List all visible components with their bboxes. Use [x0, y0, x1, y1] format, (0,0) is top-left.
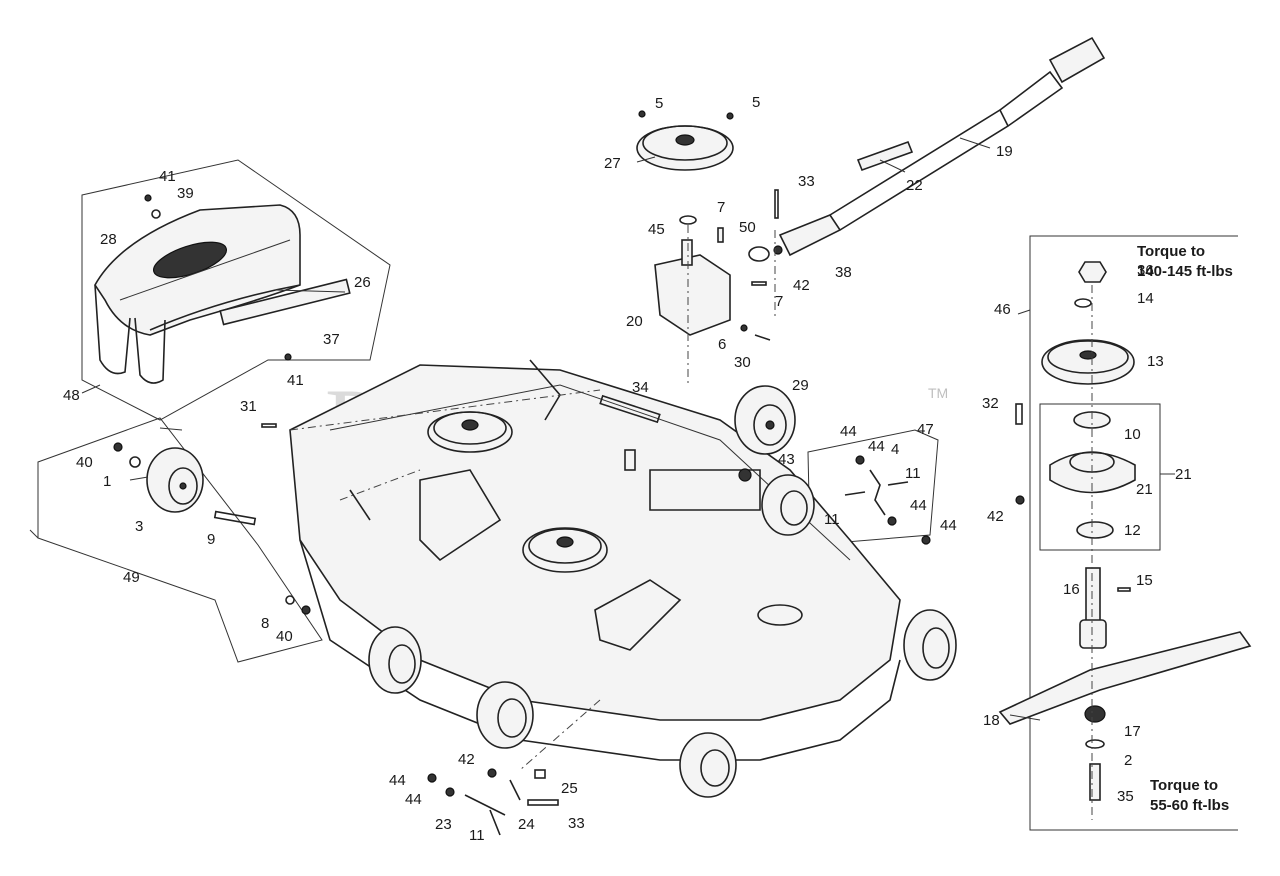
- callout-18: 18: [983, 712, 1000, 729]
- callout-45: 45: [648, 221, 665, 238]
- callout-44-d: 44: [940, 517, 957, 534]
- callout-42-spindle: 42: [987, 508, 1004, 525]
- callout-40-top: 40: [76, 454, 93, 471]
- callout-17: 17: [1124, 723, 1141, 740]
- callout-48: 48: [63, 387, 80, 404]
- callout-49: 49: [123, 569, 140, 586]
- callout-34: 34: [632, 379, 649, 396]
- callout-36: 36: [1137, 262, 1154, 279]
- callout-labels: 5 5 27 19 22 33 7 50 45 38 42 20 6 30 7 …: [63, 94, 1192, 844]
- deck-wheels: [146, 385, 957, 798]
- wheel-29: [734, 385, 796, 455]
- callout-4: 4: [891, 441, 899, 458]
- callout-23: 23: [435, 816, 452, 833]
- callout-28: 28: [100, 231, 117, 248]
- callout-6: 6: [718, 336, 726, 353]
- callout-42-top: 42: [793, 277, 810, 294]
- callout-9: 9: [207, 531, 215, 548]
- callout-44-e: 44: [389, 772, 406, 789]
- deck-cover-group-outline: [81, 159, 391, 421]
- spindle-housing-box: [1039, 403, 1161, 551]
- callout-5-right: 5: [752, 94, 760, 111]
- spindle-assembly: [998, 261, 1252, 820]
- callout-38: 38: [835, 264, 852, 281]
- callout-20: 20: [626, 313, 643, 330]
- callout-27: 27: [604, 155, 621, 172]
- callout-7-mid: 7: [775, 293, 783, 310]
- callout-13: 13: [1147, 353, 1164, 370]
- callout-8: 8: [261, 615, 269, 632]
- callout-46: 46: [994, 301, 1011, 318]
- callout-37: 37: [323, 331, 340, 348]
- callout-26: 26: [354, 274, 371, 291]
- callout-25: 25: [561, 780, 578, 797]
- wheel-right-rear: [761, 474, 815, 536]
- callout-41-bottom: 41: [287, 372, 304, 389]
- torque-notes: Torque to 140-145 ft-lbs Torque to 55-60…: [1137, 243, 1233, 814]
- wheel-bottom-right: [679, 732, 737, 798]
- callout-12: 12: [1124, 522, 1141, 539]
- gauge-wheel-group-outline: [37, 417, 323, 663]
- callout-50: 50: [739, 219, 756, 236]
- callout-44-f: 44: [405, 791, 422, 808]
- callout-10: 10: [1124, 426, 1141, 443]
- torque-note-blade-nut-line2: 140-145 ft-lbs: [1137, 263, 1233, 280]
- callout-14: 14: [1137, 290, 1154, 307]
- callout-32: 32: [982, 395, 999, 412]
- callout-30: 30: [734, 354, 751, 371]
- callout-33-top: 33: [798, 173, 815, 190]
- callout-11-right: 11: [905, 465, 921, 482]
- callout-29: 29: [792, 377, 809, 394]
- callout-24: 24: [518, 816, 535, 833]
- callout-47: 47: [917, 421, 934, 438]
- wheel-left-front: [368, 626, 422, 694]
- callout-15: 15: [1136, 572, 1153, 589]
- callout-44-c: 44: [910, 497, 927, 514]
- deck-cover: [94, 194, 351, 384]
- callout-21-outer: 21: [1175, 466, 1192, 483]
- wheel-bottom-left: [476, 681, 534, 749]
- callout-2: 2: [1124, 752, 1132, 769]
- callout-21-inner: 21: [1136, 481, 1153, 498]
- torque-note-blade-bolt-line2: 55-60 ft-lbs: [1150, 797, 1229, 814]
- callout-39: 39: [177, 185, 194, 202]
- mower-deck-body: [289, 359, 901, 761]
- callout-40-bottom: 40: [276, 628, 293, 645]
- callout-16: 16: [1063, 581, 1080, 598]
- callout-31: 31: [240, 398, 257, 415]
- gearbox-assembly: [636, 36, 1106, 385]
- callout-3: 3: [135, 518, 143, 535]
- callout-5-left: 5: [655, 95, 663, 112]
- gauge-wheel-3: [146, 447, 204, 513]
- watermark-trademark: TM: [928, 385, 948, 401]
- hardware-small-parts: [113, 394, 931, 836]
- spindle-group-outline: [1029, 235, 1238, 831]
- callout-7-top: 7: [717, 199, 725, 216]
- callout-41-top: 41: [159, 168, 176, 185]
- callout-35: 35: [1117, 788, 1134, 805]
- callout-44-b: 44: [868, 438, 885, 455]
- callout-44-a: 44: [840, 423, 857, 440]
- callout-11-bottom: 11: [469, 827, 485, 844]
- callout-11-left: 11: [824, 511, 840, 528]
- torque-note-blade-bolt-line1: Torque to: [1150, 777, 1218, 794]
- callout-43: 43: [778, 451, 795, 468]
- torque-note-blade-nut-line1: Torque to: [1137, 243, 1205, 260]
- leader-lines: [29, 137, 1175, 771]
- callout-1: 1: [103, 473, 111, 490]
- callout-33-bottom: 33: [568, 815, 585, 832]
- callout-22: 22: [906, 177, 923, 194]
- wheel-right-front: [903, 609, 957, 681]
- callout-42-bottom: 42: [458, 751, 475, 768]
- callout-19: 19: [996, 143, 1013, 160]
